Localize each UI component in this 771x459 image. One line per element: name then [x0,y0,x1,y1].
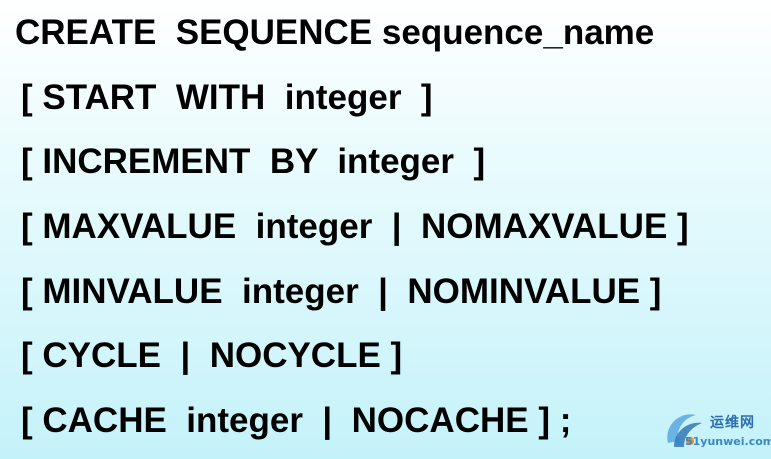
watermark-logo-icon [667,414,702,447]
syntax-line-maxvalue: [ MAXVALUE integer | NOMAXVALUE ] [21,207,689,246]
watermark-title: 运维网 [710,415,755,431]
syntax-line-increment-by: [ INCREMENT BY integer ] [21,142,486,181]
syntax-line-start-with: [ START WITH integer ] [21,78,433,117]
watermark-subtitle: ©51yunwei.com [674,435,771,448]
syntax-line-minvalue: [ MINVALUE integer | NOMINVALUE ] [21,272,662,311]
syntax-line-cache: [ CACHE integer | NOCACHE ] ; [21,401,572,440]
syntax-line-create-sequence: CREATE SEQUENCE sequence_name [15,13,655,52]
syntax-line-cycle: [ CYCLE | NOCYCLE ] [21,336,403,375]
watermark: 运维网 ©51yunwei.com [660,405,771,457]
